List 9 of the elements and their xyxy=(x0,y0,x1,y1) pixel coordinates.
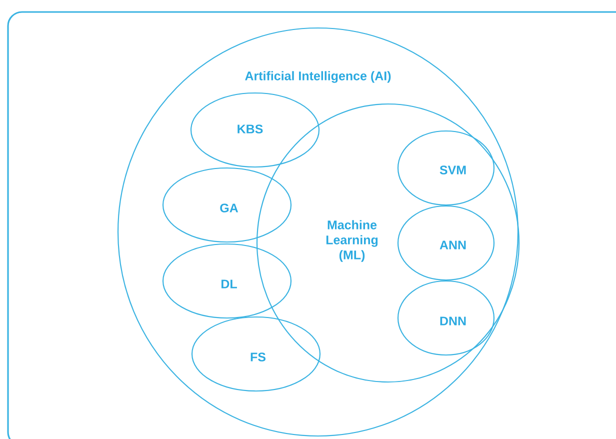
set-label: GA xyxy=(220,204,238,212)
set-label: SVM xyxy=(440,166,466,174)
set-label: DL xyxy=(222,280,237,288)
set-label: Machine Learning (ML) xyxy=(326,220,378,262)
set-label: KBS xyxy=(238,124,263,134)
set-label: Artificial Intelligence (AI) xyxy=(245,71,391,83)
set-label: FS xyxy=(250,352,266,362)
set-label: DNN xyxy=(440,316,466,326)
set-label: ANN xyxy=(440,240,466,250)
